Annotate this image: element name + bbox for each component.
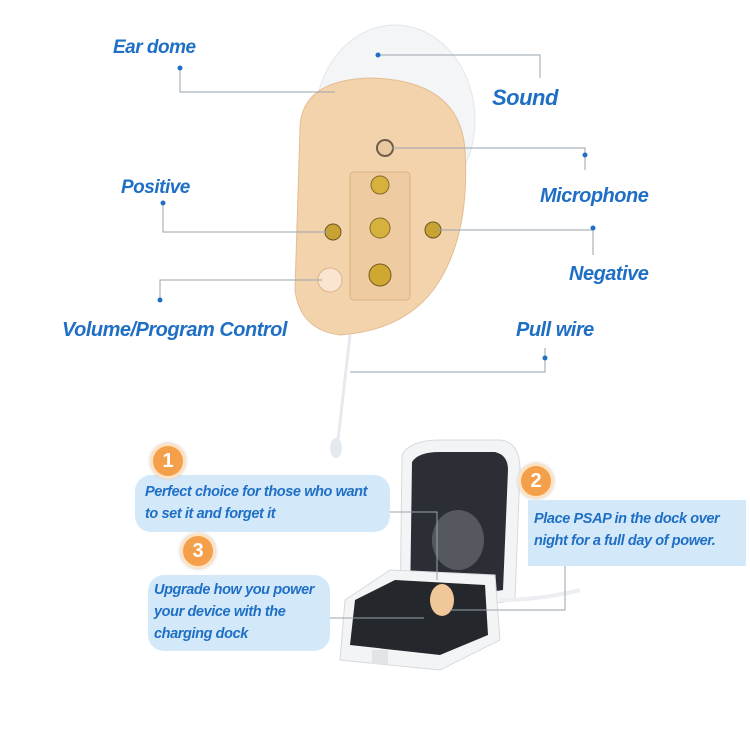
callout-1-badge: 1 (150, 443, 186, 479)
microphone-port (376, 139, 394, 157)
pull-wire (336, 334, 352, 441)
callout-2-badge: 2 (518, 463, 554, 499)
callout-1-text: Perfect choice for those who want to set… (135, 475, 390, 532)
label-negative: Negative (569, 263, 649, 285)
callout-3-badge: 3 (180, 533, 216, 569)
contact (370, 175, 390, 195)
callout-2-text: Place PSAP in the dock over night for a … (528, 500, 746, 566)
label-pull-wire: Pull wire (516, 319, 594, 341)
label-volume-program-control: Volume/Program Control (62, 319, 287, 341)
label-ear-dome: Ear dome (113, 37, 196, 58)
docked-device (430, 584, 454, 616)
callout-3-text: Upgrade how you power your device with t… (148, 575, 330, 651)
contact (368, 263, 392, 287)
label-positive: Positive (121, 177, 190, 198)
contact (369, 217, 391, 239)
label-sound: Sound (492, 85, 558, 110)
label-microphone: Microphone (540, 185, 649, 207)
